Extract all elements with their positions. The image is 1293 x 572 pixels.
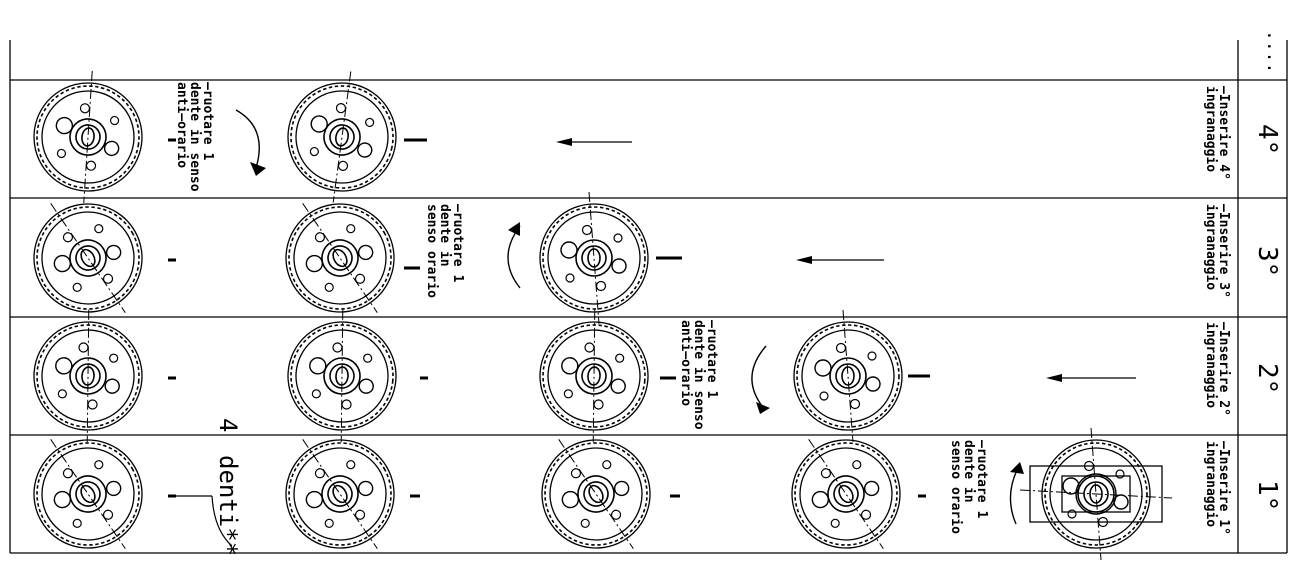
gear-row1-d	[765, 409, 927, 572]
insert-arrowhead-row3	[796, 256, 812, 264]
rotation-note-row4: –ruotare 1 dente in senso anti–orario	[174, 82, 215, 192]
gear-row2-b	[281, 304, 403, 448]
insert-arrowhead-row2	[1046, 374, 1062, 382]
row-instruction-1: –Inserire 1° ingranaggio	[1203, 441, 1231, 535]
ccw-arrow-row2	[751, 345, 767, 407]
rotation-note-row3: –ruotare 1 dente in senso orario	[424, 204, 465, 298]
gear-row1-b	[259, 409, 421, 572]
cw-arrow-row1	[1009, 467, 1019, 525]
gear-row4-a	[24, 63, 152, 211]
row-number-4: 4°	[1252, 124, 1282, 156]
teeth-indicator-curve	[211, 495, 233, 547]
insert-arrowhead-row4	[556, 138, 572, 146]
gear-row1-a	[7, 409, 169, 572]
arrowhead-row3	[508, 222, 520, 236]
gear-row3-c	[539, 191, 649, 325]
gear-row4-b	[274, 60, 410, 214]
header-dots: ....	[1263, 30, 1284, 74]
ccw-arrow-row4	[235, 109, 260, 169]
gear-row2-d	[793, 309, 903, 443]
rotation-note-row1: –ruotare 1 dente in senso orario	[948, 440, 989, 534]
row-number-2: 2°	[1252, 363, 1282, 395]
row-instruction-2: –Inserire 2° ingranaggio	[1203, 322, 1231, 416]
row-instruction-3: –Inserire 3° ingranaggio	[1203, 204, 1231, 298]
teeth-word-label: denti**	[214, 455, 242, 557]
gear-with-mounting-plate	[1019, 427, 1173, 561]
arrowhead-row2	[756, 402, 770, 414]
teeth-count-label: 4	[214, 418, 242, 433]
arrowhead-row1	[1010, 462, 1024, 474]
gear-row2-a	[27, 304, 149, 448]
row-number-1: 1°	[1252, 480, 1282, 512]
gear-row1-c	[515, 409, 677, 572]
cw-arrow-row3	[507, 225, 521, 289]
row-number-3: 3°	[1252, 246, 1282, 278]
arrowhead-row4	[250, 162, 266, 176]
gear-row2-c	[533, 304, 655, 448]
rotation-note-row2: –ruotare 1 dente in senso anti–orario	[678, 320, 719, 430]
row-instruction-4: –Inserire 4° ingranaggio	[1203, 86, 1231, 180]
